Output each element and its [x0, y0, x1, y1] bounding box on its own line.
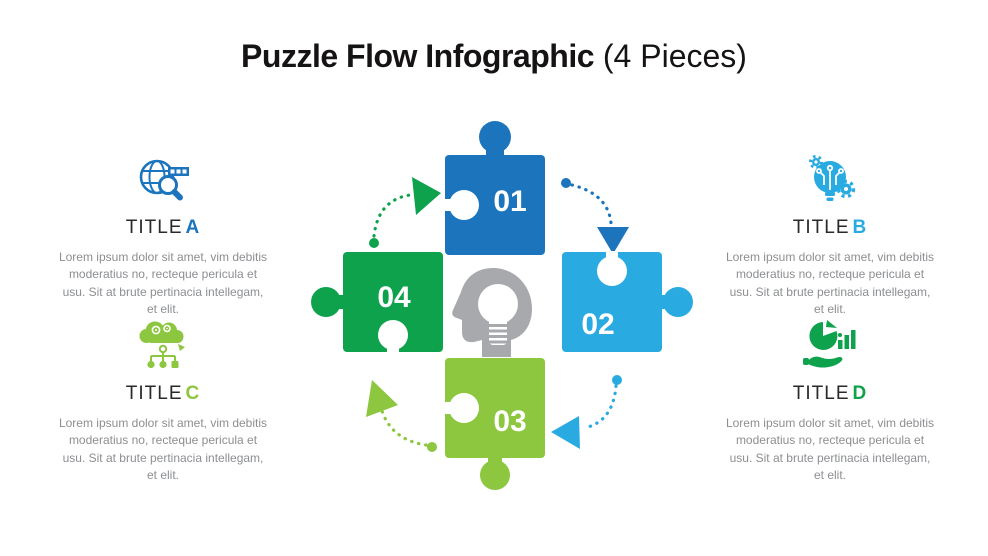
block-b-title-text: TITLE — [792, 217, 850, 238]
cloud-network-icon — [132, 314, 194, 380]
puzzle-piece-01: 01 — [444, 121, 545, 255]
piece-01-number: 01 — [493, 185, 526, 218]
smart-bulb-icon — [799, 148, 861, 214]
block-d-body: Lorem ipsum dolor sit amet, vim debitis … — [725, 416, 935, 483]
head-lightbulb-icon — [452, 268, 532, 357]
block-c-body: Lorem ipsum dolor sit amet, vim debitis … — [58, 416, 268, 483]
puzzle-piece-03: 03 — [444, 358, 545, 490]
flow-arrow-01-to-02 — [561, 178, 629, 254]
puzzle-piece-04: 04 — [311, 252, 443, 353]
block-c-title-letter: C — [185, 383, 201, 404]
block-b-title-letter: B — [852, 217, 868, 238]
puzzle-flow-diagram: 01 02 03 04 — [311, 121, 693, 490]
piece-04-number: 04 — [377, 281, 411, 314]
puzzle-piece-02: 02 — [562, 251, 693, 352]
analytics-hand-icon — [799, 314, 861, 380]
flow-arrow-03-to-04 — [366, 380, 437, 452]
page-title: Puzzle Flow Infographic (4 Pieces) — [0, 36, 988, 76]
globe-search-icon — [132, 148, 194, 214]
piece-03-number: 03 — [493, 405, 526, 438]
block-c-title-text: TITLE — [125, 383, 183, 404]
block-a-title-letter: A — [185, 217, 201, 238]
flow-arrow-04-to-01 — [369, 177, 441, 248]
flow-arrow-02-to-03 — [551, 375, 622, 449]
block-d-title-text: TITLE — [792, 383, 850, 404]
page-title-suffix: (4 Pieces) — [594, 38, 747, 74]
block-a-body: Lorem ipsum dolor sit amet, vim debitis … — [58, 250, 268, 317]
block-d-title-letter: D — [852, 383, 868, 404]
page-title-bold: Puzzle Flow Infographic — [241, 38, 594, 74]
block-b-body: Lorem ipsum dolor sit amet, vim debitis … — [725, 250, 935, 317]
block-a-title-text: TITLE — [125, 217, 183, 238]
piece-02-number: 02 — [581, 308, 614, 341]
